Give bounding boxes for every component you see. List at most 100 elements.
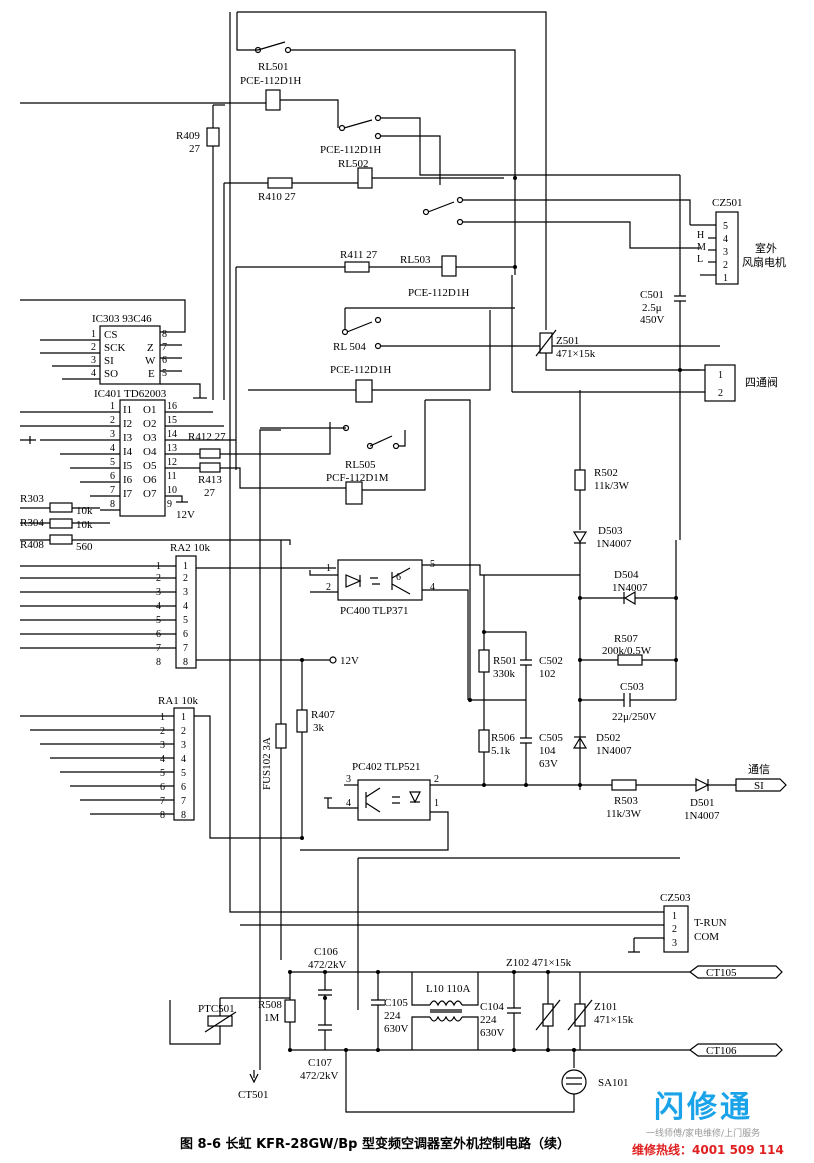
- svg-text:8: 8: [162, 329, 167, 340]
- figure-caption: 图 8-6 长虹 KFR-28GW/Bp 型变频空调器室外机控制电路（续）: [180, 1137, 571, 1152]
- svg-text:2: 2: [181, 726, 186, 737]
- connector-cz503: CZ503 1 2 3 T-RUN COM: [229, 12, 727, 1010]
- resistor-r501: R501 330k: [478, 575, 517, 730]
- svg-text:C105: C105: [384, 997, 408, 1009]
- svg-text:450V: 450V: [640, 314, 665, 326]
- inductor-l10: L10 110A: [411, 972, 479, 1050]
- svg-text:L10 110A: L10 110A: [426, 983, 471, 995]
- svg-text:1: 1: [326, 563, 331, 574]
- svg-text:12: 12: [167, 457, 177, 468]
- svg-text:I1: I1: [123, 404, 132, 416]
- svg-text:Z101: Z101: [594, 1001, 617, 1013]
- svg-text:5: 5: [183, 615, 188, 626]
- svg-text:10k: 10k: [76, 519, 93, 531]
- svg-text:I4: I4: [123, 446, 133, 458]
- svg-text:16: 16: [167, 401, 177, 412]
- rl503-coil: [441, 255, 457, 277]
- rl502-coil: [357, 167, 373, 189]
- svg-text:四通阀: 四通阀: [745, 375, 778, 389]
- svg-text:I5: I5: [123, 460, 133, 472]
- svg-text:27: 27: [189, 143, 201, 155]
- svg-text:11: 11: [167, 471, 177, 482]
- svg-text:RA2 10k: RA2 10k: [170, 542, 211, 554]
- svg-text:1: 1: [183, 561, 188, 572]
- capacitor-c107: C107 472/2kV: [290, 1049, 690, 1082]
- svg-text:4: 4: [346, 798, 351, 809]
- svg-text:4: 4: [723, 234, 728, 245]
- svg-text:RL502: RL502: [338, 158, 369, 170]
- svg-text:4: 4: [430, 582, 435, 593]
- resistor-r502: R502 11k/3W: [574, 390, 630, 530]
- svg-text:D504: D504: [614, 569, 639, 581]
- resistors-r303-r304-r408: R303 10k R304 10k R408 560: [20, 493, 291, 553]
- svg-text:471×15k: 471×15k: [556, 348, 596, 360]
- resistor-r506: R506 5.1k: [470, 699, 526, 785]
- svg-text:CT105: CT105: [706, 967, 737, 979]
- svg-text:L: L: [697, 254, 703, 265]
- svg-text:2: 2: [434, 774, 439, 785]
- watermark-brand: 闪修通: [654, 1090, 753, 1125]
- svg-text:PC400 TLP371: PC400 TLP371: [340, 605, 409, 617]
- svg-text:471×15k: 471×15k: [594, 1014, 634, 1026]
- svg-text:4: 4: [91, 368, 96, 379]
- svg-text:4: 4: [183, 601, 188, 612]
- svg-text:W: W: [145, 355, 156, 367]
- svg-text:RL 504: RL 504: [333, 341, 366, 353]
- capacitor-c503: C503 22μ/250V: [580, 681, 676, 723]
- svg-text:12V: 12V: [340, 655, 359, 667]
- svg-text:2: 2: [672, 924, 677, 935]
- svg-text:通信: 通信: [748, 763, 770, 776]
- svg-text:R508: R508: [258, 999, 282, 1011]
- capacitor-c105: C105 224 630V: [371, 972, 409, 1050]
- svg-text:2: 2: [723, 260, 728, 271]
- svg-text:27: 27: [204, 487, 216, 499]
- terminal-ct501: CT501: [238, 1070, 269, 1101]
- diode-d503: D503 1N4007: [572, 525, 632, 790]
- resistor-array-ra1: RA1 10k 1 2 3 4 5 6 7 8 1 2 3 4 5 6 7 8: [20, 695, 302, 839]
- svg-text:11k/3W: 11k/3W: [606, 808, 642, 820]
- svg-text:7: 7: [162, 342, 167, 353]
- svg-text:5: 5: [162, 368, 167, 379]
- svg-text:C107: C107: [308, 1057, 332, 1069]
- svg-text:CZ501: CZ501: [712, 197, 743, 209]
- svg-text:C505: C505: [539, 732, 563, 744]
- svg-text:1: 1: [434, 798, 439, 809]
- svg-text:M: M: [697, 242, 706, 253]
- svg-text:O7: O7: [143, 488, 157, 500]
- terminal-ct105: CT105: [689, 965, 783, 979]
- svg-text:8: 8: [183, 657, 188, 668]
- svg-text:4: 4: [160, 754, 165, 765]
- capacitor-c501: C501 2.5μ 450V: [640, 175, 686, 540]
- svg-text:11k/3W: 11k/3W: [594, 480, 630, 492]
- svg-text:R413: R413: [198, 474, 222, 486]
- svg-text:SI: SI: [754, 780, 764, 792]
- svg-text:1: 1: [160, 712, 165, 723]
- varistor-z501: Z501 471×15k: [535, 329, 700, 371]
- svg-text:630V: 630V: [384, 1023, 409, 1035]
- svg-text:330k: 330k: [493, 668, 516, 680]
- resistor-r409: R409 27: [176, 104, 225, 400]
- svg-text:IC401 TD62003: IC401 TD62003: [94, 388, 167, 400]
- svg-text:Z501: Z501: [556, 335, 579, 347]
- varistor-z102: Z102 471×15k: [506, 957, 572, 1050]
- svg-text:R407: R407: [311, 709, 335, 721]
- svg-text:PCE-112D1H: PCE-112D1H: [330, 364, 391, 376]
- svg-text:8: 8: [181, 810, 186, 821]
- four-way-valve-connector: 1 2 四通阀: [511, 275, 778, 402]
- svg-text:R409: R409: [176, 130, 200, 142]
- relay-rl501: RL501 PCE-112D1H: [20, 11, 547, 330]
- svg-text:8: 8: [156, 657, 161, 668]
- relay-rl502: PCE-112D1H RL502 R410 27: [223, 114, 680, 400]
- svg-text:4: 4: [110, 443, 115, 454]
- diode-d504: D504 1N4007: [580, 569, 676, 606]
- svg-text:O3: O3: [143, 432, 157, 444]
- svg-text:O4: O4: [143, 446, 157, 458]
- svg-text:3: 3: [672, 938, 677, 949]
- watermark-hotline: 维修热线：4001 509 114: [632, 1143, 784, 1157]
- surge-arrester-sa101: SA101: [345, 1050, 629, 1113]
- svg-text:I7: I7: [123, 488, 133, 500]
- svg-text:C106: C106: [314, 946, 338, 958]
- resistor-r507: R507 200k/0.5W: [580, 633, 676, 666]
- svg-text:O2: O2: [143, 418, 156, 430]
- svg-text:PCF-112D1M: PCF-112D1M: [326, 472, 389, 484]
